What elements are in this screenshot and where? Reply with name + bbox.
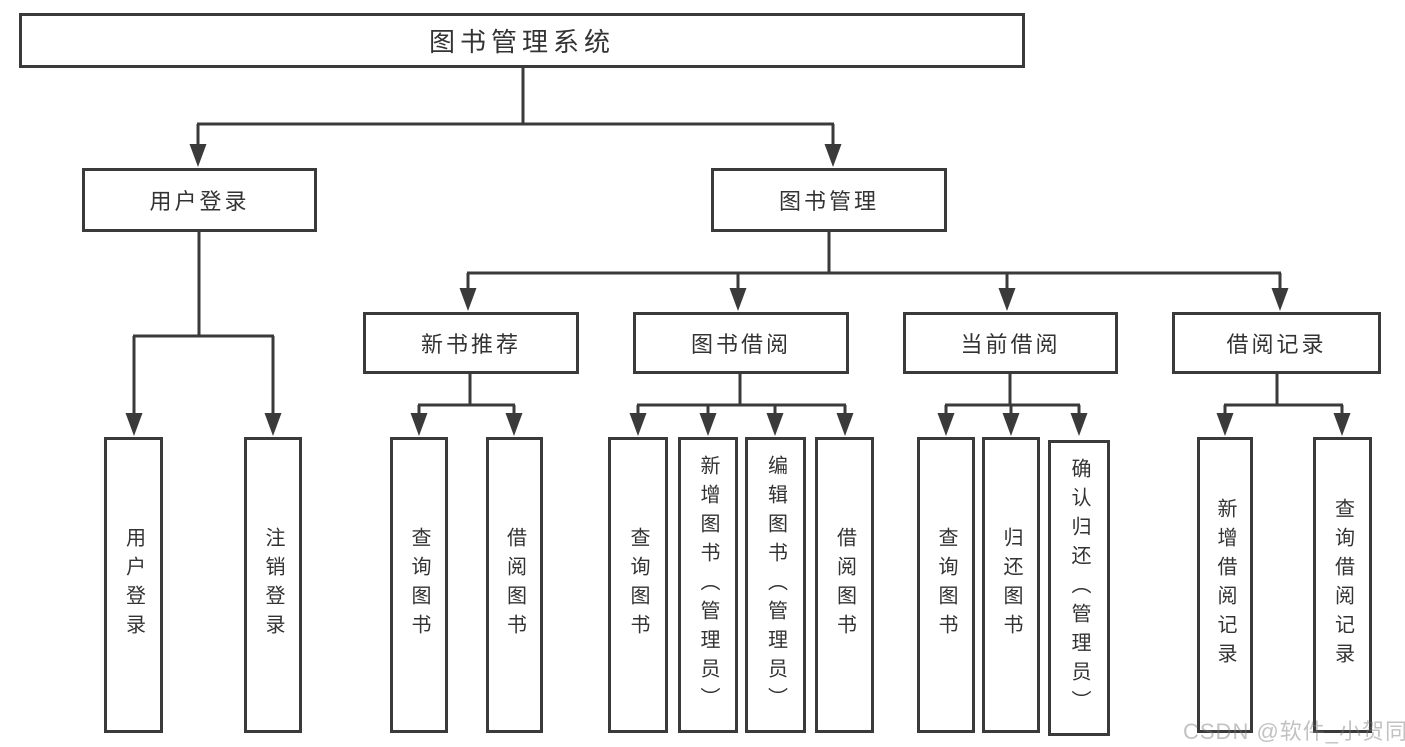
leaf-edit-book-admin: 编辑图书（管理员） <box>745 437 806 733</box>
node-current-borrow: 当前借阅 <box>903 312 1118 374</box>
node-book-management: 图书管理 <box>711 168 947 232</box>
leaf-add-borrow-record-label: 新增借阅记录 <box>1214 498 1236 672</box>
leaf-borrow-books-2-label: 借阅图书 <box>833 527 856 643</box>
node-book-borrow: 图书借阅 <box>633 312 849 374</box>
arrowheads <box>125 144 1351 436</box>
leaf-add-book-admin: 新增图书（管理员） <box>678 437 738 733</box>
leaf-query-borrow-record: 查询借阅记录 <box>1313 437 1372 733</box>
leaf-borrow-books-1-label: 借阅图书 <box>503 527 526 643</box>
leaf-confirm-return-admin-label: 确认归还（管理员） <box>1068 457 1090 719</box>
node-borrow-records: 借阅记录 <box>1172 312 1381 374</box>
leaf-query-books-1-label: 查询图书 <box>408 527 430 643</box>
leaf-query-books-1: 查询图书 <box>390 437 448 733</box>
leaf-add-borrow-record: 新增借阅记录 <box>1197 437 1253 733</box>
leaf-borrow-books-1: 借阅图书 <box>486 437 543 733</box>
leaf-return-book-label: 归还图书 <box>1000 527 1022 643</box>
node-new-book-recommend: 新书推荐 <box>363 312 579 374</box>
leaf-edit-book-admin-label: 编辑图书（管理员） <box>764 454 787 716</box>
leaf-user-login-label: 用户登录 <box>122 527 145 643</box>
node-library-system: 图书管理系统 <box>19 13 1025 68</box>
leaf-query-books-2-label: 查询图书 <box>627 527 649 643</box>
leaf-confirm-return-admin: 确认归还（管理员） <box>1048 440 1110 736</box>
leaf-add-book-admin-label: 新增图书（管理员） <box>697 454 719 716</box>
leaf-query-books-3-label: 查询图书 <box>935 527 957 643</box>
leaf-borrow-books-2: 借阅图书 <box>815 437 874 733</box>
node-user-login: 用户登录 <box>82 168 317 232</box>
csdn-watermark: CSDN @软件_小贺同学 <box>1183 719 1405 744</box>
connector-path <box>132 68 1344 416</box>
leaf-query-books-2: 查询图书 <box>608 437 668 733</box>
leaf-query-borrow-record-label: 查询借阅记录 <box>1331 498 1354 672</box>
leaf-logout: 注销登录 <box>244 437 302 733</box>
leaf-query-books-3: 查询图书 <box>917 437 975 733</box>
leaf-logout-label: 注销登录 <box>262 527 284 643</box>
leaf-user-login: 用户登录 <box>104 437 163 733</box>
leaf-return-book: 归还图书 <box>982 437 1040 733</box>
